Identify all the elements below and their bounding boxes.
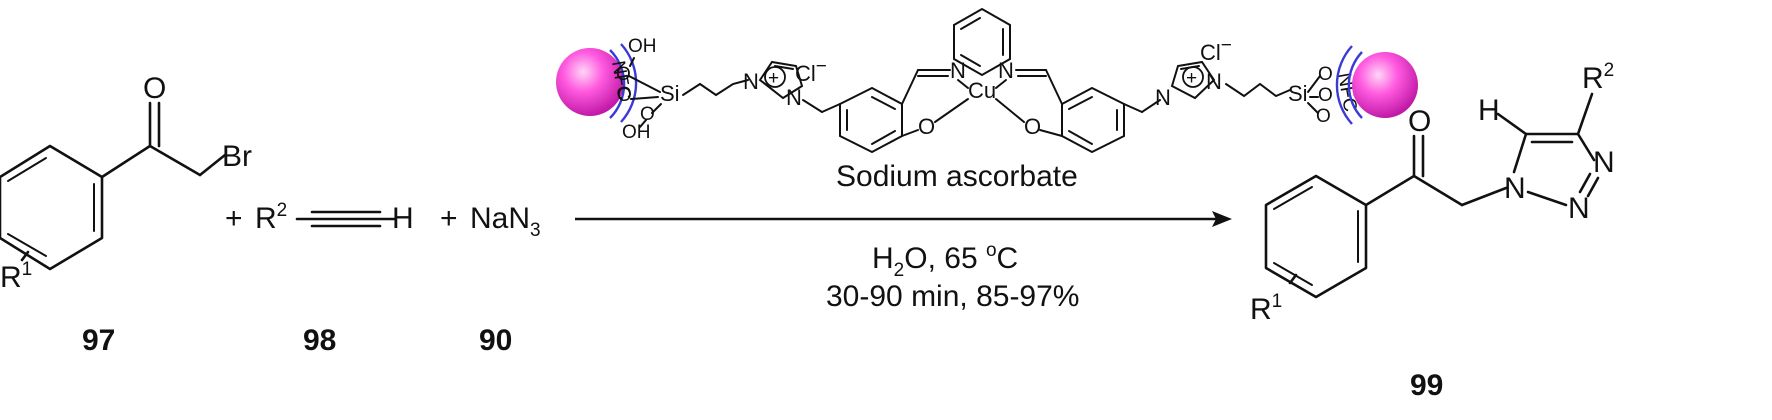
- left-imidazolium-n1: N: [743, 69, 759, 94]
- triazole-n3: N: [1593, 146, 1615, 179]
- condition-time-yield: 30-90 min, 85-97%: [826, 280, 1079, 313]
- r2-label-99: R2: [1582, 60, 1614, 95]
- left-silicon: Si: [660, 81, 680, 106]
- compound-90: NaN3 90: [470, 202, 541, 357]
- right-o-3: O: [1316, 106, 1331, 127]
- compound-label-97: 97: [82, 324, 115, 357]
- copper-center: Cu: [968, 78, 996, 103]
- right-positive-charge: +: [1186, 68, 1197, 89]
- plus-sign-2: +: [440, 202, 458, 235]
- bromine-label: Br: [222, 140, 252, 173]
- right-imine-n: N: [998, 58, 1014, 83]
- right-chloride: Cl−: [1200, 35, 1232, 65]
- left-phenoxide-o: O: [918, 114, 935, 139]
- reaction-arrow: [575, 211, 1232, 227]
- triazole-hydrogen: H: [1478, 94, 1500, 127]
- right-magnetic-nanoparticle: [1352, 52, 1418, 118]
- right-imidazolium-n2: N: [1206, 69, 1222, 94]
- left-chloride: Cl−: [795, 56, 827, 86]
- left-salen-ring: [839, 86, 903, 154]
- r1-label-97: R1: [0, 259, 32, 294]
- condition-reagent: Sodium ascorbate: [836, 160, 1078, 193]
- r1-label-99: R1: [1250, 291, 1282, 326]
- left-o-3: O: [640, 104, 655, 125]
- left-magnetic-nanoparticle: [556, 48, 624, 116]
- left-positive-charge: +: [768, 68, 779, 89]
- compound-label-99: 99: [1410, 369, 1443, 402]
- carbonyl-oxygen-99: O: [1408, 105, 1431, 138]
- left-o-1: O: [616, 64, 631, 85]
- left-oh-bottom: OH: [622, 122, 651, 143]
- left-oh-top: OH: [628, 36, 657, 57]
- right-salen-ring: [1061, 86, 1125, 154]
- phenylene-bridge-ring: [953, 7, 1011, 77]
- left-shell-arc-inner: [609, 49, 626, 119]
- left-o-2: O: [617, 85, 632, 106]
- compound-98: R2 H 98: [255, 200, 414, 357]
- triazole-n1: N: [1504, 172, 1526, 205]
- compound-99: O R1 N N N H R2 99: [1250, 60, 1615, 402]
- right-imidazolium-n1: N: [1155, 85, 1171, 110]
- right-silicon: Si: [1288, 81, 1308, 106]
- plus-sign-1: +: [225, 202, 243, 235]
- sodium-azide-formula: NaN3: [470, 202, 541, 241]
- compound-label-90: 90: [479, 324, 512, 357]
- condition-solvent-temp: H2O, 65 oC: [872, 240, 1018, 281]
- benzene-ring-97: [0, 144, 104, 271]
- compound-label-98: 98: [303, 324, 336, 357]
- nanocatalyst-structure: NFC OH O O O OH Si N + N Cl− N O: [556, 7, 1418, 154]
- right-shell-arc-inner: [1347, 51, 1363, 119]
- carbonyl-oxygen-97: O: [143, 72, 166, 105]
- r2-label-98: R2: [255, 200, 287, 235]
- left-shell-arc-outer: [620, 43, 638, 123]
- right-phenoxide-o: O: [1024, 114, 1041, 139]
- benzene-ring-99: [1264, 174, 1368, 299]
- compound-97: O Br R1 97: [0, 72, 252, 357]
- right-o-2: O: [1318, 85, 1333, 106]
- right-shell-arc-outer: [1335, 45, 1353, 125]
- right-o-1: O: [1318, 64, 1333, 85]
- left-imidazolium-n2: N: [786, 85, 802, 110]
- triazole-n2: N: [1568, 192, 1590, 225]
- alkyne-hydrogen: H: [392, 202, 414, 235]
